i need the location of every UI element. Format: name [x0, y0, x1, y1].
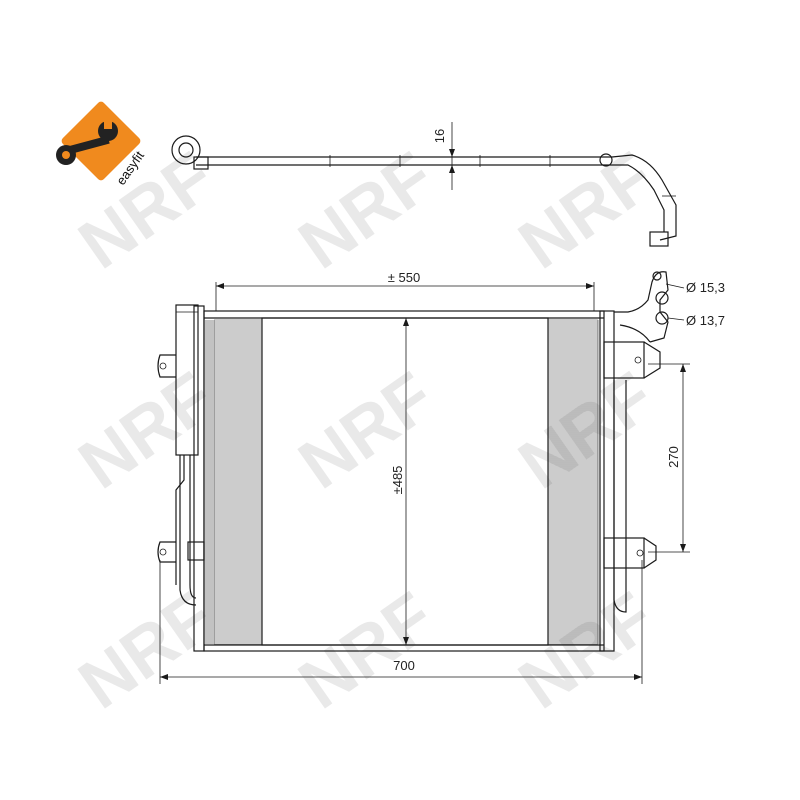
dim-16-label: 16 — [432, 129, 447, 143]
nrf-watermark: NRF — [285, 137, 448, 283]
nrf-watermark: NRF — [505, 357, 668, 503]
nrf-watermark: NRF — [505, 577, 668, 723]
easyfit-badge: easyfit — [56, 101, 147, 188]
fin-edge-left — [205, 320, 215, 644]
nrf-watermark: NRF — [285, 577, 448, 723]
bracket-top — [603, 341, 645, 379]
condenser-core — [203, 310, 605, 652]
dim-700-label: 700 — [393, 658, 415, 673]
dim-550-label: ± 550 — [388, 270, 420, 285]
front-view: ± 550 ±485 700 270 Ø 15,3 Ø 13,7 — [157, 270, 725, 684]
fins-right — [548, 319, 598, 645]
wrench-icon — [56, 120, 118, 165]
nrf-watermark: NRF — [65, 577, 228, 723]
dim-485-label: ±485 — [390, 466, 405, 495]
side-view: 16 — [171, 122, 677, 247]
dim-diameter-13-7-label: Ø 13,7 — [686, 313, 725, 328]
receiver-drier — [175, 304, 199, 456]
nrf-watermark: NRF — [65, 357, 228, 503]
bracket-bottom — [603, 537, 645, 569]
fins-left — [214, 319, 262, 645]
nrf-watermark: NRF — [285, 357, 448, 503]
dim-270-label: 270 — [666, 446, 681, 468]
nrf-watermark: NRF — [505, 137, 668, 283]
dim-diameter-15-3-label: Ø 15,3 — [686, 280, 725, 295]
